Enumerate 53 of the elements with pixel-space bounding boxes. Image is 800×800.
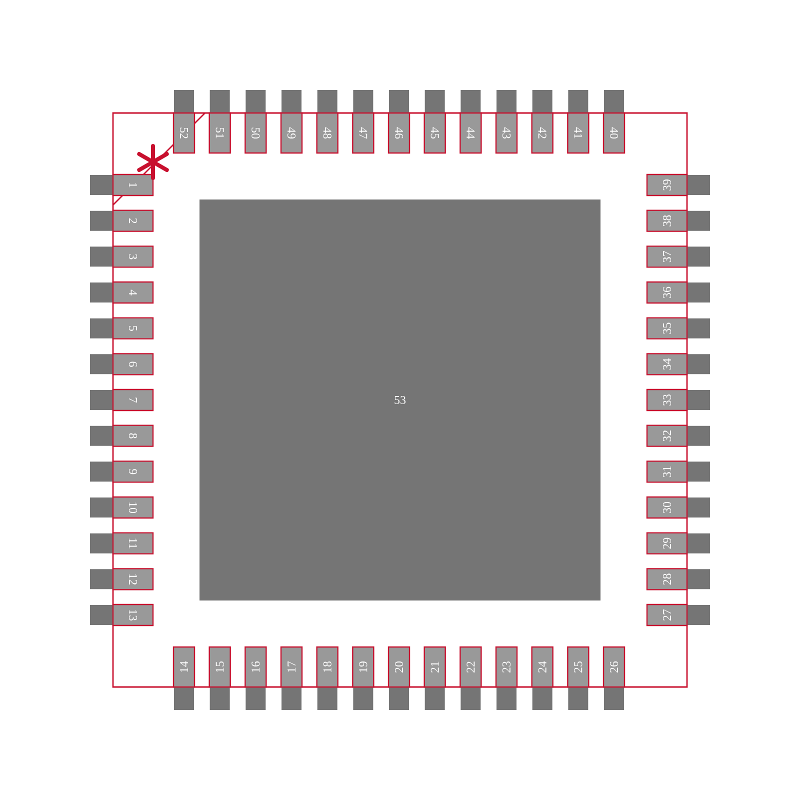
pad: 4 bbox=[90, 281, 154, 304]
pad: 18 bbox=[316, 646, 338, 710]
thermal-pad: 53 bbox=[200, 200, 600, 600]
pad: 10 bbox=[90, 496, 154, 519]
pad: 9 bbox=[90, 460, 154, 483]
pad: 52 bbox=[172, 90, 196, 154]
pad: 22 bbox=[460, 646, 482, 710]
pad: 46 bbox=[388, 90, 410, 154]
pad: 48 bbox=[316, 90, 338, 154]
pad: 40 bbox=[602, 90, 626, 154]
pad: 26 bbox=[602, 646, 626, 710]
pad: 25 bbox=[567, 646, 590, 710]
pad: 42 bbox=[531, 90, 554, 154]
pad: 3 bbox=[90, 246, 154, 268]
pad: 13 bbox=[90, 604, 154, 626]
pad: 41 bbox=[567, 90, 590, 154]
pad: 20 bbox=[388, 646, 410, 710]
pad: 44 bbox=[460, 90, 482, 154]
pad: 30 bbox=[646, 496, 710, 519]
pad: 14 bbox=[172, 646, 196, 710]
pad: 34 bbox=[646, 353, 710, 376]
pad: 5 bbox=[90, 317, 154, 340]
pad: 17 bbox=[280, 646, 303, 710]
pad: 37 bbox=[646, 246, 710, 268]
pad: 38 bbox=[646, 210, 710, 232]
pad: 6 bbox=[90, 353, 154, 376]
pad: 12 bbox=[90, 568, 154, 590]
pad: 47 bbox=[352, 90, 374, 154]
pad: 2 bbox=[90, 210, 154, 232]
pad: 1 bbox=[90, 174, 154, 196]
pad: 39 bbox=[646, 174, 710, 196]
pad: 45 bbox=[424, 90, 446, 154]
pad: 24 bbox=[531, 646, 554, 710]
pad: 51 bbox=[208, 90, 231, 154]
pad: 16 bbox=[244, 646, 267, 710]
pad: 19 bbox=[352, 646, 374, 710]
pad: 33 bbox=[646, 388, 710, 412]
pad: 28 bbox=[646, 568, 710, 590]
pad: 21 bbox=[424, 646, 446, 710]
pad: 23 bbox=[495, 646, 518, 710]
pad: 36 bbox=[646, 281, 710, 304]
pad: 27 bbox=[646, 604, 710, 626]
pad: 43 bbox=[495, 90, 518, 154]
pad: 8 bbox=[90, 424, 154, 447]
pad: 31 bbox=[646, 460, 710, 483]
pad: 49 bbox=[280, 90, 303, 154]
pad: 32 bbox=[646, 424, 710, 447]
pad: 15 bbox=[208, 646, 231, 710]
pad: 29 bbox=[646, 532, 710, 554]
pad: 7 bbox=[90, 388, 154, 412]
pad: 50 bbox=[244, 90, 267, 154]
pad: 35 bbox=[646, 317, 710, 340]
pad: 11 bbox=[90, 532, 154, 554]
